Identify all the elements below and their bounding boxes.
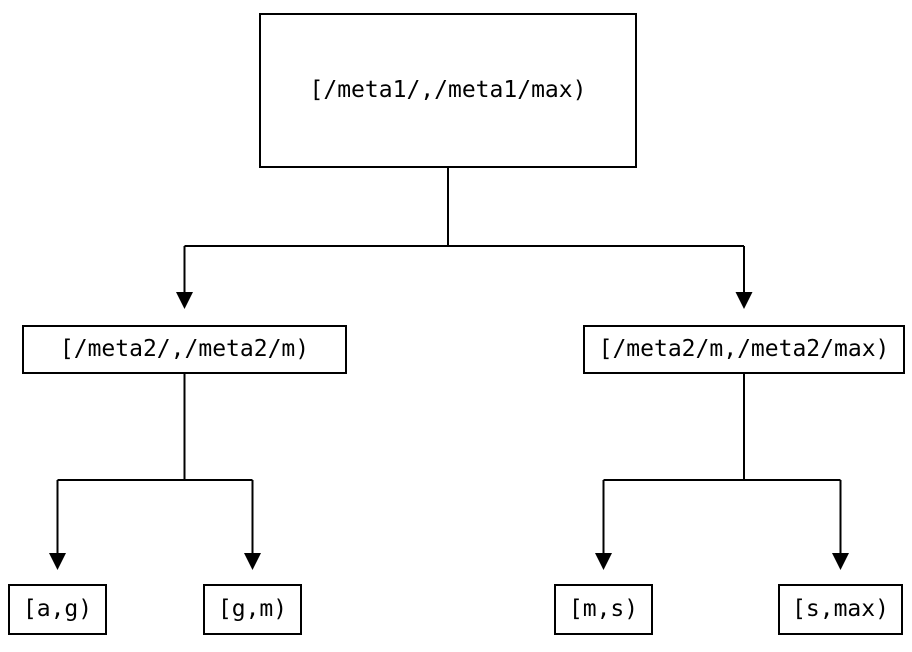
node-root-interval: [/meta1/,/meta1/max) <box>259 13 637 168</box>
node-left-child-interval: [/meta2/,/meta2/m) <box>22 325 347 374</box>
arrowhead-icon <box>49 553 66 570</box>
edge-left-to-leaves <box>56 374 254 553</box>
arrowhead-icon <box>176 292 193 309</box>
arrowhead-icon <box>595 553 612 570</box>
edge-right-to-leaves <box>602 374 842 553</box>
arrowhead-icon <box>832 553 849 570</box>
arrowhead-icon <box>244 553 261 570</box>
node-leaf-s-max: [s,max) <box>778 584 903 635</box>
node-right-child-interval: [/meta2/m,/meta2/max) <box>583 325 905 374</box>
node-leaf-m-s: [m,s) <box>554 584 653 635</box>
arrowhead-icon <box>735 292 753 309</box>
edge-root-to-children <box>183 168 745 292</box>
node-leaf-g-m: [g,m) <box>203 584 302 635</box>
node-leaf-a-g: [a,g) <box>8 584 107 635</box>
